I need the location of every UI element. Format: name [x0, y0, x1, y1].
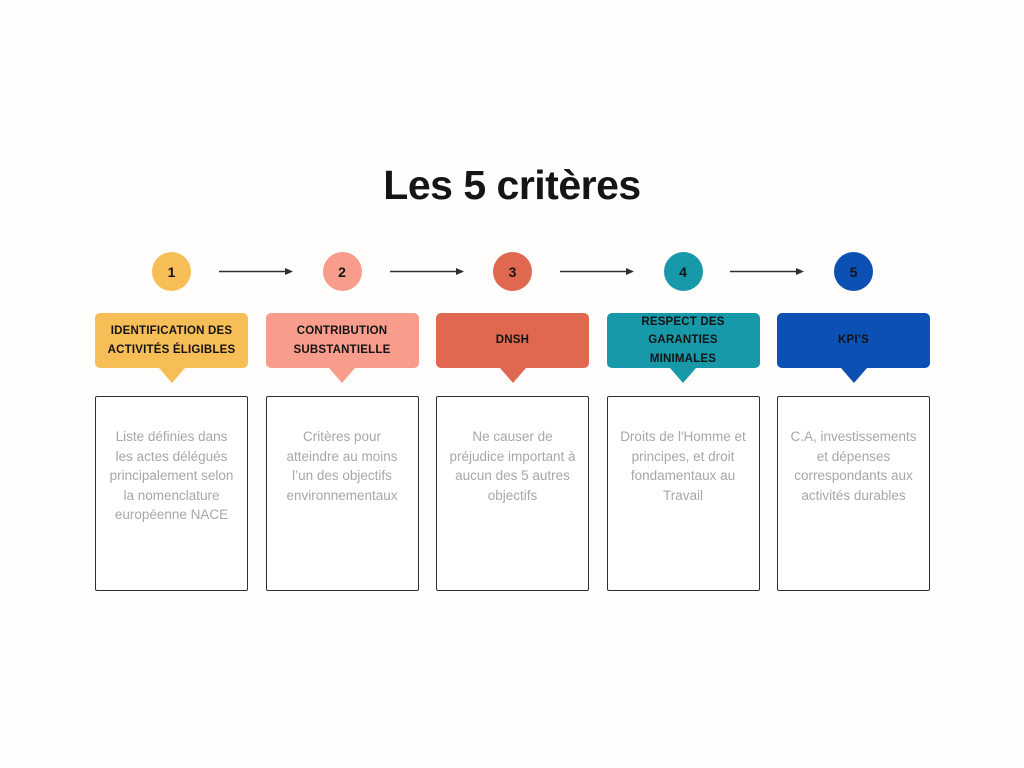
step-column-4: 4 RESPECT DES GARANTIES MINIMALES Droits… — [606, 252, 760, 591]
step-number-badge: 5 — [834, 252, 873, 291]
callout-tail — [840, 368, 867, 383]
step-number-badge: 3 — [493, 252, 532, 291]
step-number-badge: 1 — [152, 252, 191, 291]
step-header: RESPECT DES GARANTIES MINIMALES — [606, 313, 760, 368]
arrow-right-icon — [390, 268, 464, 275]
step-column-5: 5 KPI’S C.A, investissements et dépenses… — [777, 252, 930, 591]
step-description: Liste définies dans les actes délégués p… — [95, 396, 248, 591]
arrow-right-icon — [560, 268, 634, 275]
step-column-2: 2 CONTRIBUTION SUBSTANTIELLE Critères po… — [265, 252, 419, 591]
step-description: C.A, investissements et dépenses corresp… — [777, 396, 930, 591]
step-header: DNSH — [436, 313, 589, 368]
callout-tail — [329, 368, 355, 383]
step-header: KPI’S — [777, 313, 930, 368]
step-header: IDENTIFICATION DES ACTIVITÉS ÉLIGIBLES — [95, 313, 248, 368]
step-column-3: 3 DNSH Ne causer de préjudice important … — [436, 252, 589, 591]
step-description: Droits de l'Homme et principes, et droit… — [606, 396, 760, 591]
callout-tail — [158, 368, 185, 383]
step-number-badge: 2 — [322, 252, 362, 291]
step-description: Critères pour atteindre au moins l’un de… — [265, 396, 419, 591]
step-header: CONTRIBUTION SUBSTANTIELLE — [265, 313, 419, 368]
step-number-badge: 4 — [663, 252, 703, 291]
arrow-right-icon — [730, 268, 804, 275]
step-column-1: 1 IDENTIFICATION DES ACTIVITÉS ÉLIGIBLES… — [95, 252, 248, 591]
page-title: Les 5 critères — [383, 162, 641, 208]
callout-tail — [499, 368, 526, 383]
step-description: Ne causer de préjudice important à aucun… — [436, 396, 589, 591]
arrow-right-icon — [219, 268, 293, 275]
callout-tail — [670, 368, 696, 383]
